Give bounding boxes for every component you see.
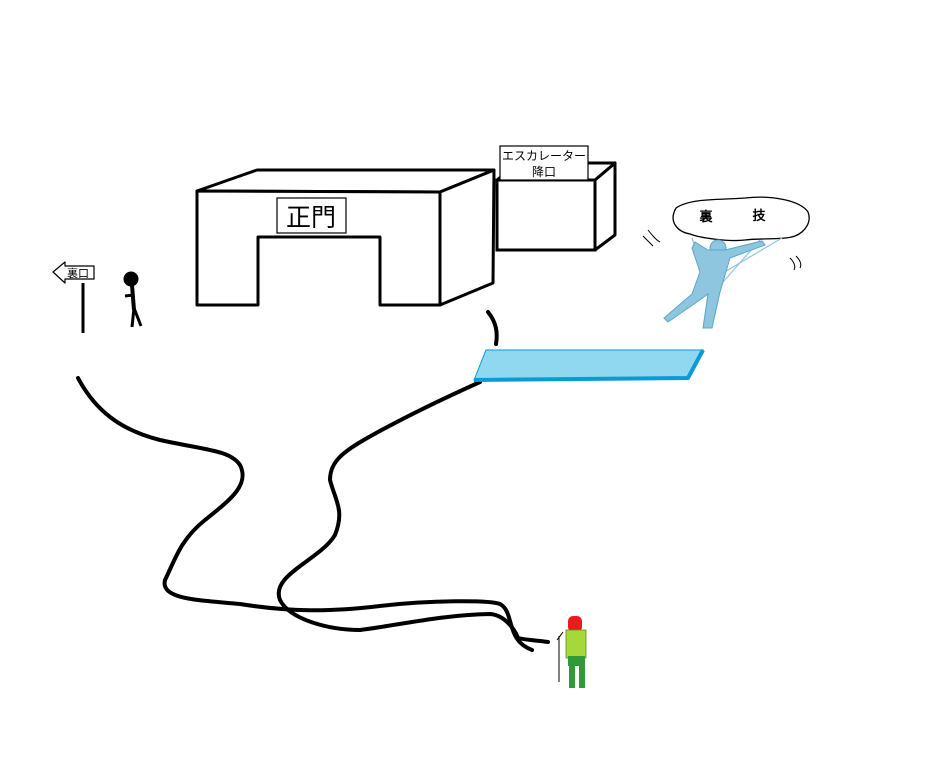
main-gate-sign: 正門 [286, 203, 336, 232]
stick-figure-person[interactable] [123, 271, 143, 328]
blue-platform-edge [473, 349, 705, 382]
paraglider-motion-right [789, 255, 802, 271]
hiker-leg-left [569, 664, 575, 688]
paraglider-body [663, 240, 766, 329]
hiker-backpack [565, 629, 587, 659]
blue-platform[interactable] [473, 349, 705, 382]
escalator-box-front [495, 178, 597, 252]
stick-figure-body [130, 284, 136, 311]
escalator-sign-board [499, 145, 589, 181]
paraglider-wing [672, 196, 810, 242]
main-gate-side [438, 168, 496, 307]
hiker-head [568, 616, 582, 632]
hiker-leg-right [579, 664, 585, 688]
paraglider-wing-text-left: 裏 [698, 209, 713, 225]
paraglider-motion-left [642, 229, 661, 247]
main-gate-sign-board [276, 197, 347, 234]
blue-platform-top [473, 349, 704, 381]
back-exit-signpost[interactable]: 裏口 [52, 261, 95, 333]
escalator-exit-building[interactable]: エスカレーター 降口 [495, 145, 617, 252]
path-right-edge [276, 380, 550, 644]
stick-figure-arm [124, 293, 135, 298]
hiker-person[interactable] [556, 616, 587, 688]
paraglider[interactable]: 裏 技 [642, 196, 810, 329]
stick-figure-leg-right [132, 307, 143, 327]
winding-path[interactable] [76, 310, 550, 652]
back-exit-sign: 裏口 [67, 266, 89, 280]
paraglider-wing-text-right: 技 [752, 208, 766, 224]
main-gate-building[interactable]: 正門 [195, 168, 496, 307]
main-gate-front [195, 189, 442, 307]
hiker-stick-tip [556, 631, 564, 641]
stick-figure-head [123, 271, 139, 287]
escalator-sign-line1: エスカレーター [502, 149, 586, 163]
path-top-curl [486, 310, 499, 346]
path-left-edge [76, 376, 534, 652]
escalator-sign-line2: 降口 [532, 165, 556, 179]
hiker-torso [568, 656, 585, 666]
back-exit-arrow-sign [52, 261, 95, 284]
paraglider-pilot [663, 239, 766, 329]
